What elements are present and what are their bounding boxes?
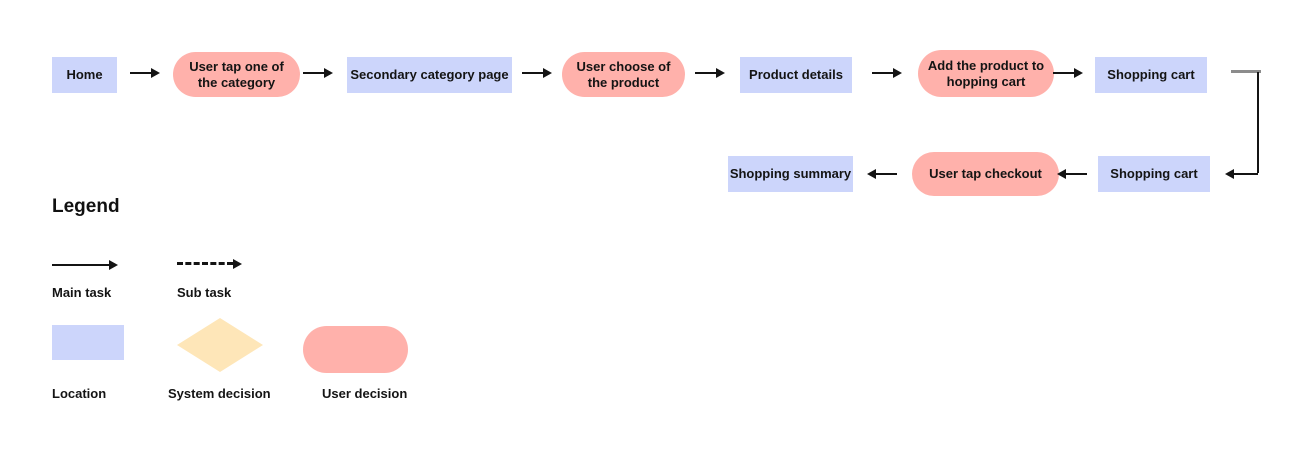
legend-system-decision-label: System decision (168, 386, 271, 401)
flow-arrow-4 (695, 68, 725, 78)
legend-sub-task-label: Sub task (177, 285, 232, 300)
flow-arrow-back-1 (867, 169, 897, 179)
flow-arrow-1 (130, 68, 160, 78)
flow-node-add-to-cart: Add the product to hopping cart (918, 50, 1054, 97)
flow-arrow-back-2 (1057, 169, 1087, 179)
legend-title: Legend (52, 196, 120, 217)
connector-vertical (1257, 72, 1259, 173)
flow-node-user-tap-checkout: User tap checkout (912, 152, 1059, 196)
connector-stub (1231, 70, 1261, 73)
legend-location-label: Location (52, 386, 107, 401)
legend-location-swatch (52, 325, 124, 360)
legend-main-task-arrow (52, 260, 118, 270)
flow-node-shopping-cart-top: Shopping cart (1095, 57, 1207, 93)
flow-node-product-details: Product details (740, 57, 852, 93)
flow-arrow-6 (1053, 68, 1083, 78)
flow-node-shopping-summary: Shopping summary (728, 156, 853, 192)
connector-arrow (1225, 169, 1258, 179)
legend-sub-task-arrow (177, 259, 242, 269)
flow-node-user-choose-product: User choose of the product (562, 52, 685, 97)
legend-user-decision-label: User decision (322, 386, 408, 401)
flow-node-secondary-category-page: Secondary category page (347, 57, 512, 93)
flow-arrow-2 (303, 68, 333, 78)
flow-node-home: Home (52, 57, 117, 93)
flow-arrow-5 (872, 68, 902, 78)
legend-user-decision-swatch (303, 326, 408, 373)
flow-arrow-3 (522, 68, 552, 78)
legend-system-decision-swatch (177, 318, 263, 372)
legend-main-task-label: Main task (52, 285, 112, 300)
flow-node-shopping-cart-bottom: Shopping cart (1098, 156, 1210, 192)
flow-node-user-tap-category: User tap one of the category (173, 52, 300, 97)
